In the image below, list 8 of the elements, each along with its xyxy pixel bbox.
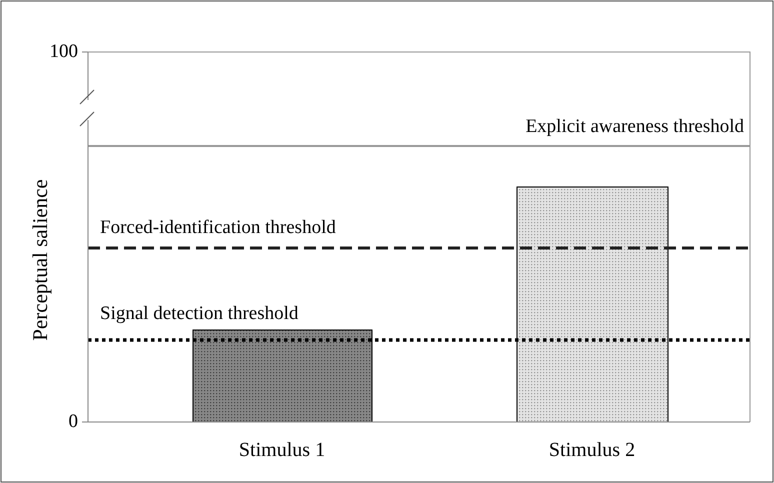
tick-label: 0 [68, 411, 78, 433]
tick-label: 100 [50, 41, 78, 63]
threshold-label: Signal detection threshold [100, 303, 298, 325]
category-label: Stimulus 1 [238, 439, 326, 461]
category-label: Stimulus 2 [548, 439, 636, 461]
axis-title: Perceptual salience [29, 179, 51, 341]
threshold-label: Forced-identification threshold [100, 217, 336, 239]
threshold-label: Explicit awareness threshold [526, 116, 744, 138]
